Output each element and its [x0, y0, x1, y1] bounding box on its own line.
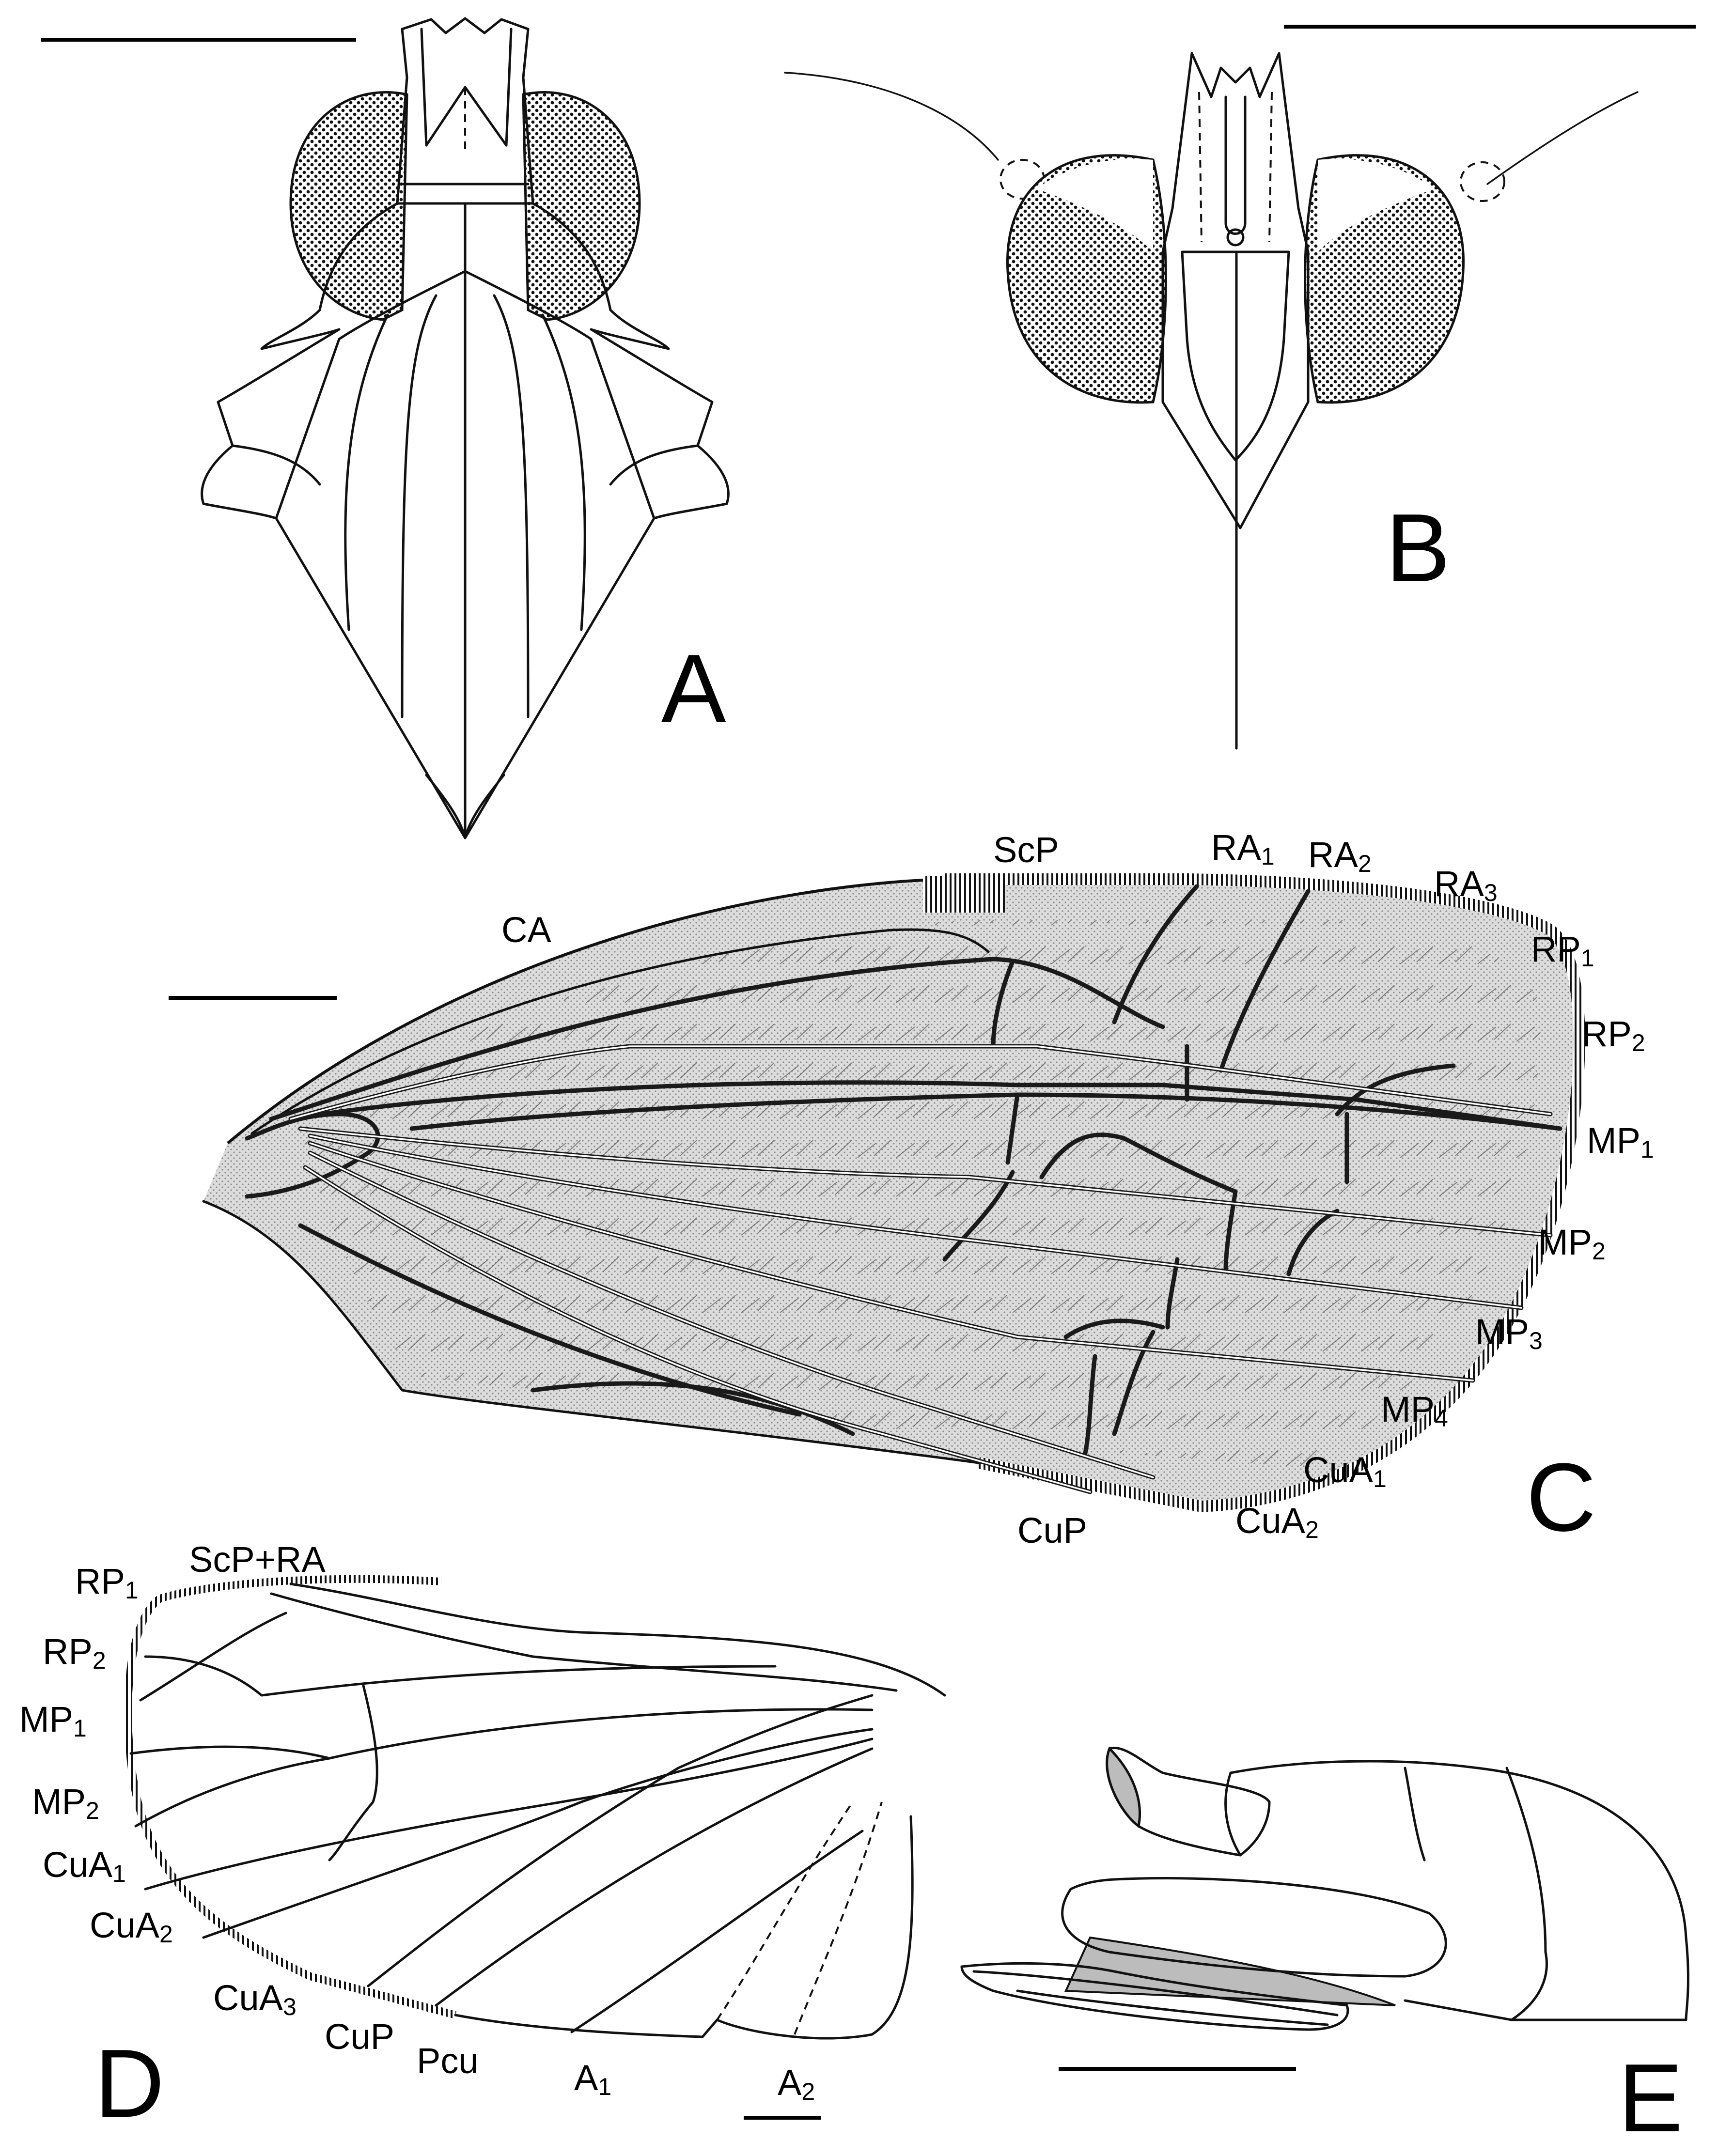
label-hw-mp2: MP2 — [32, 1782, 99, 1824]
label-scp: ScP — [993, 830, 1059, 870]
label-mp2: MP2 — [1538, 1222, 1606, 1265]
label-hw-pcu: Pcu — [417, 2041, 479, 2081]
anal-tube-grey — [1106, 1746, 1141, 1829]
label-hw-mp1: MP1 — [19, 1699, 87, 1742]
mesonotum-carinae — [231, 270, 699, 835]
label-hw-cua3: CuA3 — [213, 1978, 297, 2020]
pronotum-outline — [201, 202, 730, 839]
hindwing-costal-margin — [289, 1582, 946, 1697]
panel-c-forewing: ScP RA1 RA2 RA3 CA RP1 RP2 MP1 MP2 MP3 M… — [169, 827, 1654, 1551]
label-ra3: RA3 — [1434, 864, 1498, 906]
panel-d-hindwing: RP1 ScP+RA RP2 MP1 MP2 CuA1 CuA2 CuA3 Cu… — [19, 1539, 946, 2138]
label-hw-cup: CuP — [325, 2016, 394, 2057]
label-hw-a1: A1 — [574, 2058, 611, 2100]
panel-label-e: E — [1618, 2044, 1683, 2152]
forewing-costal-vein-ca — [250, 928, 990, 1135]
panel-b-frontal-face: B — [784, 25, 1696, 750]
right-antenna-arista — [1486, 91, 1639, 185]
label-ra1: RA1 — [1211, 827, 1275, 870]
right-compound-eye — [522, 91, 641, 321]
forewing-veins — [245, 884, 1562, 1494]
hindwing-vein-labels: RP1 ScP+RA RP2 MP1 MP2 CuA1 CuA2 CuA3 Cu… — [19, 1539, 815, 2105]
label-cup: CuP — [1017, 1510, 1087, 1551]
frons-outline — [1161, 52, 1310, 529]
median-ocellus — [1226, 228, 1245, 247]
vertex-outline — [396, 17, 534, 205]
panel-label-a: A — [661, 635, 726, 743]
panel-label-d: D — [94, 2030, 164, 2138]
pygofer-segments — [1224, 1767, 1548, 2021]
forewing-anal-margin — [202, 1200, 980, 1464]
frons-carinae-dashed — [1198, 92, 1273, 243]
aedeagus — [960, 1962, 1349, 2031]
label-cua2: CuA2 — [1235, 1501, 1319, 1543]
label-hw-rp1: RP1 — [75, 1561, 139, 1604]
forewing-apical-margin — [945, 873, 1585, 1513]
panel-e-terminalia: E — [960, 1746, 1689, 2152]
panel-a-dorsal-head: A — [41, 17, 730, 839]
median-carina-b — [1224, 95, 1247, 235]
label-rp2: RP2 — [1582, 1014, 1645, 1056]
label-ra2: RA2 — [1308, 835, 1372, 877]
left-antenna-arista — [784, 72, 999, 161]
label-cua1: CuA1 — [1303, 1450, 1387, 1492]
pygofer-outline — [1229, 1760, 1689, 2021]
right-antenna-base — [1460, 161, 1505, 202]
left-compound-eye — [289, 91, 408, 321]
label-hw-rp2: RP2 — [43, 1631, 106, 1674]
label-mp3: MP3 — [1475, 1312, 1543, 1354]
forewing-vein-labels: ScP RA1 RA2 RA3 CA RP1 RP2 MP1 MP2 MP3 M… — [501, 827, 1654, 1551]
stigma-dark-band — [923, 876, 1005, 913]
label-hw-a2: A2 — [778, 2063, 815, 2105]
panel-label-b: B — [1386, 494, 1450, 602]
aedeagus-inner — [972, 1970, 1339, 2026]
panel-label-c: C — [1526, 1443, 1596, 1551]
label-rp1: RP1 — [1531, 929, 1594, 972]
label-hw-cua1: CuA1 — [43, 1845, 126, 1887]
parameres-outline — [1061, 1877, 1447, 1978]
hindwing-outer-margin — [124, 1575, 457, 2019]
forewing-costal-margin — [227, 878, 945, 1145]
forewing-hairs — [300, 920, 1541, 1468]
hindwing-posterior-margin — [454, 1815, 914, 2040]
label-mp1: MP1 — [1587, 1120, 1654, 1163]
scutellum-tip — [425, 774, 505, 839]
label-hw-scp-ra: ScP+RA — [189, 1539, 326, 1580]
label-ca: CA — [501, 910, 551, 950]
vertex-carinae — [401, 28, 530, 186]
label-mp4: MP4 — [1381, 1389, 1448, 1432]
label-hw-cua2: CuA2 — [90, 1905, 173, 1948]
hindwing-veins — [129, 1592, 898, 2035]
